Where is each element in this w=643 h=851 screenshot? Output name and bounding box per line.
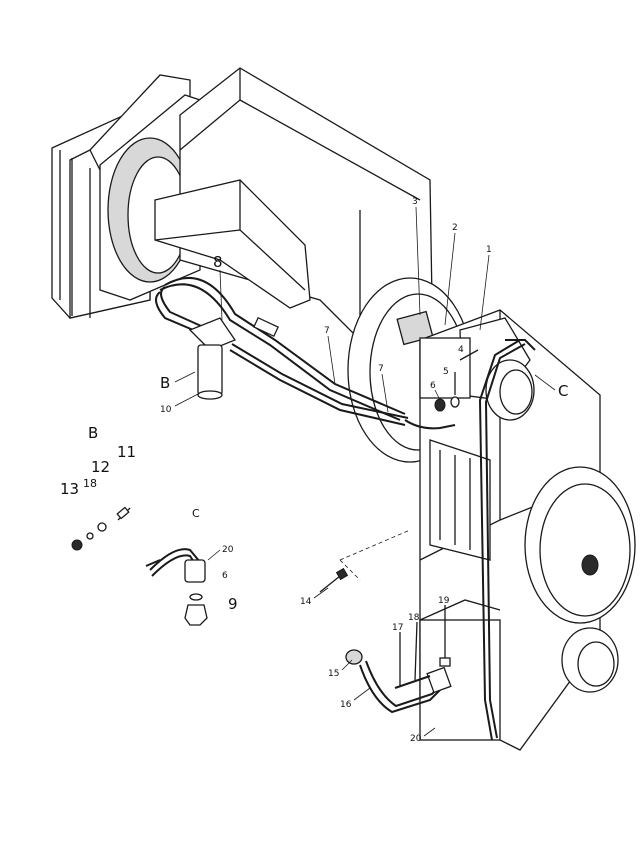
long-pipe-1: [478, 339, 536, 741]
pulley-drum: [524, 466, 636, 693]
callout-3: 3: [412, 197, 418, 207]
callout-10: 10: [160, 405, 172, 415]
callout-20-detail: 20: [222, 545, 234, 555]
callout-labels: 1 2 3 4 5 6 7 7 8 10 B C B 13 18 12 11 C…: [60, 197, 568, 744]
callout-12: 12: [91, 458, 110, 476]
filter-10: [188, 317, 236, 400]
callout-1: 1: [486, 245, 492, 255]
callout-11: 11: [117, 443, 136, 461]
callout-7-right: 7: [378, 364, 384, 374]
gearbox-block: [419, 309, 601, 751]
pipe-assembly-upper: [155, 276, 456, 430]
pipe-16: [345, 649, 452, 714]
detail-b-parts: [71, 506, 131, 551]
callout-19: 19: [438, 596, 450, 606]
callout-b-detail: B: [88, 424, 98, 442]
callout-17: 17: [392, 623, 403, 633]
dashed-guides: [339, 529, 411, 581]
callout-16: 16: [340, 700, 352, 710]
callout-5: 5: [443, 367, 449, 377]
lower-small-parts: [399, 605, 451, 686]
part-14: [319, 567, 349, 593]
callout-6-detail: 6: [222, 571, 228, 581]
callout-7-left: 7: [324, 326, 330, 336]
callout-9: 9: [228, 595, 238, 613]
callout-c-detail: C: [192, 507, 200, 520]
callout-15: 15: [328, 669, 339, 679]
callout-8: 8: [213, 253, 223, 271]
callout-14: 14: [300, 597, 312, 607]
center-fittings: [434, 349, 479, 412]
callout-20-lower: 20: [410, 734, 422, 744]
callout-13: 13: [60, 480, 79, 498]
engine-housing: [154, 67, 433, 341]
callout-2: 2: [452, 223, 458, 233]
leader-lines: [174, 206, 556, 737]
callout-b-upper: B: [160, 374, 170, 392]
callout-4: 4: [458, 345, 464, 355]
callout-18-lower: 18: [408, 613, 420, 623]
callout-18-detail: 18: [83, 477, 97, 490]
callout-6: 6: [430, 381, 436, 391]
compressor: [419, 317, 535, 421]
callout-c-upper: C: [558, 382, 568, 400]
detail-c-parts: [145, 548, 208, 626]
